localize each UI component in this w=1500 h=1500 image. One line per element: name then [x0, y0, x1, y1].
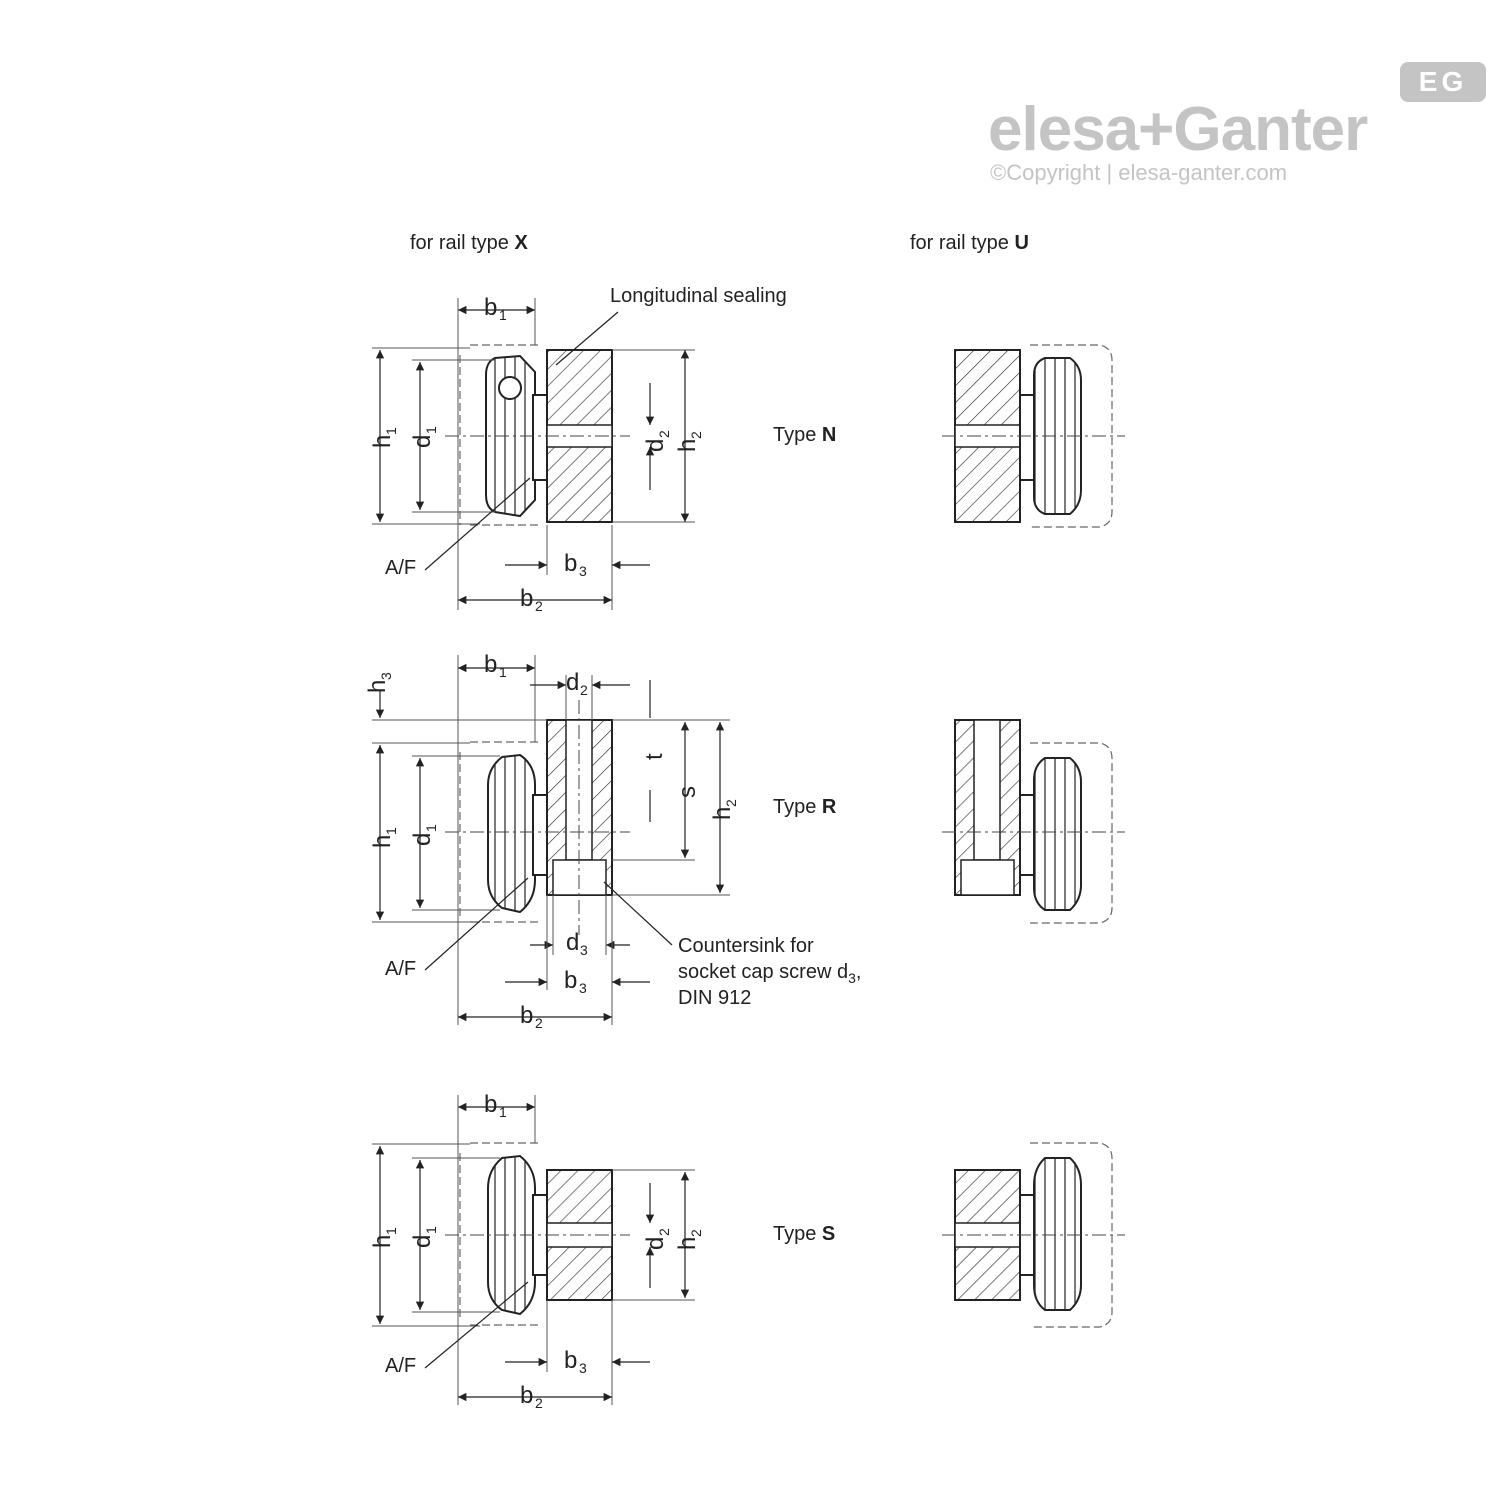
svg-text:h: h	[674, 439, 701, 452]
svg-text:1: 1	[383, 427, 399, 435]
svg-text:b: b	[484, 294, 497, 321]
svg-text:2: 2	[535, 598, 543, 614]
svg-text:2: 2	[688, 1229, 704, 1237]
svg-text:d: d	[566, 669, 579, 696]
callout-af-n: A/F	[385, 557, 416, 579]
type-n-label: Type N	[773, 424, 836, 446]
svg-text:d: d	[566, 929, 579, 956]
svg-text:b: b	[484, 651, 497, 678]
elesa-ganter-logo: EG elesa+Ganter ©Copyright | elesa-gante…	[980, 58, 1500, 198]
svg-text:b: b	[520, 1002, 533, 1029]
svg-text:h: h	[364, 680, 391, 693]
type-s-left-view	[372, 1095, 695, 1405]
svg-text:h: h	[369, 1235, 396, 1248]
type-s-label: Type S	[773, 1223, 835, 1245]
svg-text:3: 3	[378, 672, 394, 680]
svg-text:t: t	[641, 753, 668, 760]
svg-text:b: b	[520, 1382, 533, 1409]
svg-text:1: 1	[499, 307, 507, 323]
svg-text:b: b	[484, 1091, 497, 1118]
svg-text:b: b	[564, 1347, 577, 1374]
svg-text:2: 2	[656, 430, 672, 438]
svg-text:3: 3	[580, 942, 588, 958]
svg-text:d: d	[409, 435, 436, 448]
svg-text:b: b	[564, 550, 577, 577]
svg-text:h: h	[369, 835, 396, 848]
svg-text:DIN 912: DIN 912	[678, 987, 751, 1009]
svg-text:b: b	[520, 585, 533, 612]
svg-text:1: 1	[383, 1227, 399, 1235]
type-n-right-view	[942, 344, 1125, 528]
callout-af-r: A/F	[385, 958, 416, 980]
type-r-right-view	[942, 719, 1125, 924]
eg-badge-icon: EG	[1400, 62, 1486, 102]
svg-text:3: 3	[579, 980, 587, 996]
svg-text:1: 1	[423, 1226, 439, 1234]
svg-text:h: h	[674, 1237, 701, 1250]
svg-text:2: 2	[656, 1228, 672, 1236]
svg-text:d: d	[642, 439, 669, 452]
type-r-label: Type R	[773, 796, 837, 818]
callout-af-s: A/F	[385, 1355, 416, 1377]
svg-text:2: 2	[580, 682, 588, 698]
svg-text:s: s	[674, 786, 701, 798]
svg-text:1: 1	[423, 426, 439, 434]
svg-text:3: 3	[579, 1360, 587, 1376]
type-n-left-view	[372, 298, 695, 610]
svg-text:2: 2	[535, 1395, 543, 1411]
callout-countersink: Countersink for	[678, 935, 814, 957]
svg-text:3: 3	[579, 563, 587, 579]
svg-text:1: 1	[499, 1104, 507, 1120]
svg-text:2: 2	[723, 799, 739, 807]
logo-copyright: ©Copyright | elesa-ganter.com	[990, 160, 1288, 185]
svg-text:1: 1	[499, 664, 507, 680]
svg-text:1: 1	[383, 827, 399, 835]
svg-text:1: 1	[423, 824, 439, 832]
svg-text:h: h	[709, 807, 736, 820]
svg-text:d: d	[409, 1235, 436, 1248]
svg-text:2: 2	[535, 1015, 543, 1031]
callout-longitudinal-sealing: Longitudinal sealing	[610, 285, 787, 307]
svg-text:d: d	[642, 1237, 669, 1250]
type-r-left-view	[372, 655, 730, 1025]
column-header-right: for rail type U	[910, 232, 1029, 254]
logo-brand-text: elesa+Ganter	[988, 95, 1368, 164]
svg-text:d: d	[409, 833, 436, 846]
type-s-right-view	[942, 1142, 1125, 1328]
svg-text:b: b	[564, 967, 577, 994]
svg-text:2: 2	[688, 431, 704, 439]
column-header-left: for rail type X	[410, 232, 528, 254]
svg-text:socket cap screw d3,: socket cap screw d3,	[678, 961, 861, 986]
svg-text:h: h	[369, 435, 396, 448]
